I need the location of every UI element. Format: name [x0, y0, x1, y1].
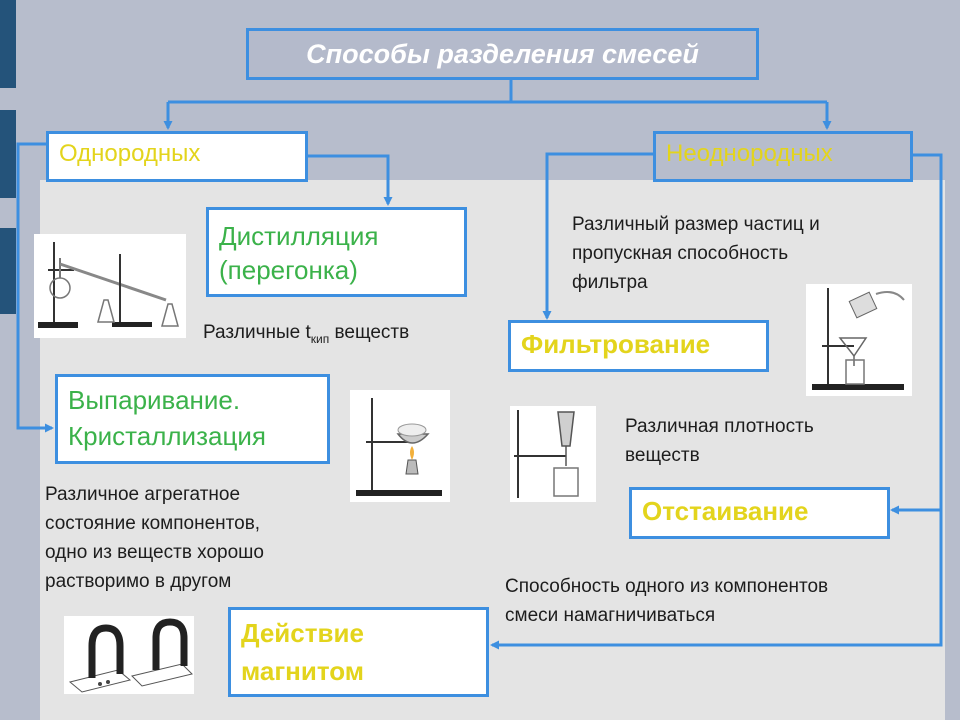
settling-description: Различная плотность веществ [625, 412, 814, 470]
evaporation-apparatus-icon [356, 398, 442, 496]
homogeneous-box: Однородных [46, 131, 308, 182]
arrow-to-magnet [490, 153, 943, 650]
evaporation-desc-line: состояние компонентов, [45, 513, 261, 534]
magnet-description: Способность одного из компонентов смеси … [505, 572, 828, 630]
distillation-apparatus-icon [38, 242, 179, 328]
filtration-desc-line: Различный размер частиц и [572, 214, 820, 235]
arrow-to-evaporation [16, 142, 54, 433]
diagram-title: Способы разделения смесей [306, 38, 699, 69]
separatory-funnel-icon [514, 410, 579, 498]
heterogeneous-box: Неоднородных [653, 131, 913, 182]
horseshoe-magnets-image [64, 616, 194, 694]
distillation-apparatus-image [34, 234, 186, 338]
settling-desc-line: веществ [625, 445, 700, 466]
side-tab-3 [0, 228, 16, 314]
magnet-box: Действие магнитом [228, 607, 489, 697]
distillation-label-line2: (перегонка) [219, 255, 358, 285]
settling-desc-line: Различная плотность [625, 416, 814, 437]
distillation-desc-subscript: кип [310, 331, 330, 346]
filtration-label: Фильтрование [521, 329, 711, 359]
arrow-to-distillation [306, 154, 393, 206]
evaporation-desc-line: Различное агрегатное [45, 484, 241, 505]
separatory-funnel-image [510, 406, 596, 502]
filtration-desc-line: пропускная способность [572, 243, 789, 264]
evaporation-desc-line: одно из веществ хорошо [45, 542, 264, 563]
title-box: Способы разделения смесей [246, 28, 759, 80]
evaporation-desc-line: растворимо в другом [45, 571, 232, 592]
filtration-desc-line: фильтра [572, 272, 648, 293]
side-tab-1 [0, 0, 16, 88]
distillation-desc-suffix: веществ [329, 322, 410, 343]
evaporation-apparatus-image [350, 390, 450, 502]
distillation-description: Различные tкип веществ [203, 318, 409, 354]
settling-box: Отстаивание [629, 487, 890, 539]
settling-label: Отстаивание [642, 496, 809, 526]
filtration-description: Различный размер частиц и пропускная спо… [572, 210, 820, 297]
horseshoe-magnets-icon [68, 618, 193, 693]
side-tab-2 [0, 110, 16, 198]
evaporation-box: Выпаривание. Кристаллизация [55, 374, 330, 464]
magnet-label-line2: магнитом [241, 656, 365, 686]
homogeneous-label: Однородных [59, 140, 201, 167]
evaporation-label-line2: Кристаллизация [68, 421, 266, 451]
distillation-label-line1: Дистилляция [219, 221, 379, 251]
evaporation-description: Различное агрегатное состояние компонент… [45, 480, 264, 596]
evaporation-label-line1: Выпаривание. [68, 385, 241, 415]
distillation-box: Дистилляция (перегонка) [206, 207, 467, 297]
arrow-to-filtration [542, 152, 655, 320]
filtration-apparatus-icon [812, 288, 905, 390]
distillation-desc-prefix: Различные t [203, 322, 311, 343]
magnet-label-line1: Действие [241, 618, 364, 648]
filtration-apparatus-image [806, 284, 912, 396]
heterogeneous-label: Неоднородных [666, 140, 833, 167]
filtration-box: Фильтрование [508, 320, 769, 372]
magnet-desc-line: Способность одного из компонентов [505, 576, 829, 597]
magnet-desc-line: смеси намагничиваться [505, 605, 716, 626]
